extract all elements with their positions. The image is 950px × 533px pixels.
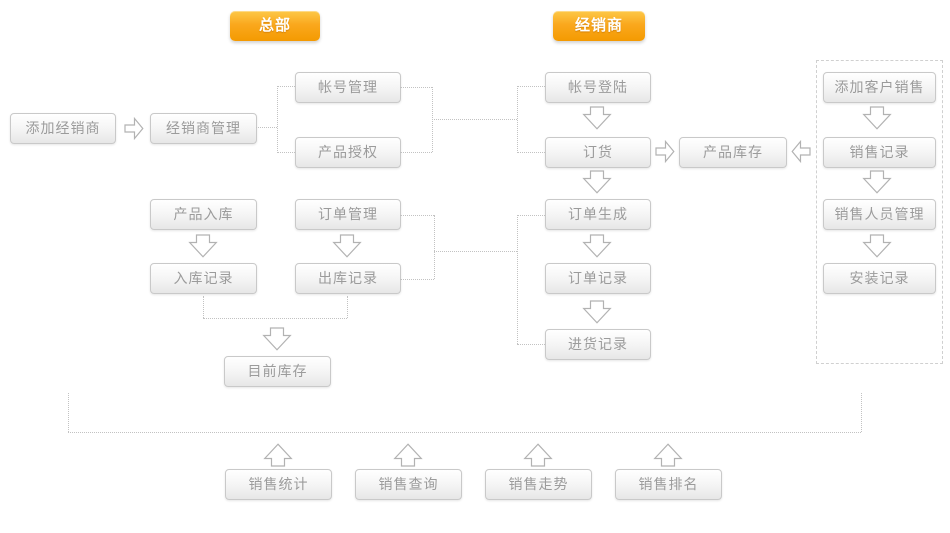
- node-product-authorization[interactable]: 产品授权: [295, 137, 401, 168]
- customer-sales-group-border: [816, 60, 943, 364]
- arrow-down-icon: [582, 106, 612, 130]
- arrow-up-icon: [523, 443, 553, 467]
- node-sales-query[interactable]: 销售查询: [355, 469, 462, 500]
- header-dealer[interactable]: 经销商: [553, 11, 645, 41]
- connector-line: [400, 87, 432, 88]
- node-inbound-records[interactable]: 入库记录: [150, 263, 257, 294]
- node-add-dealer[interactable]: 添加经销商: [10, 113, 116, 144]
- arrow-down-icon: [862, 170, 892, 194]
- connector-line: [434, 215, 435, 279]
- connector-line: [434, 251, 517, 252]
- node-purchase-records[interactable]: 进货记录: [545, 329, 651, 360]
- arrow-right-icon: [124, 117, 144, 140]
- connector-line: [861, 393, 862, 432]
- node-add-customer-sale[interactable]: 添加客户销售: [823, 72, 936, 103]
- connector-line: [517, 86, 545, 87]
- connector-line: [517, 215, 545, 216]
- connector-line: [347, 296, 348, 318]
- node-dealer-management[interactable]: 经销商管理: [150, 113, 257, 144]
- connector-line: [400, 215, 434, 216]
- node-account-management[interactable]: 帐号管理: [295, 72, 401, 103]
- arrow-left-icon: [791, 140, 811, 163]
- arrow-down-icon: [862, 234, 892, 258]
- connector-line: [277, 86, 278, 153]
- arrow-down-icon: [262, 327, 292, 351]
- connector-line: [68, 393, 69, 432]
- node-installation-records[interactable]: 安装记录: [823, 263, 936, 294]
- arrow-down-icon: [582, 300, 612, 324]
- arrow-down-icon: [582, 234, 612, 258]
- node-ordering[interactable]: 订货: [545, 137, 651, 168]
- connector-line: [203, 318, 347, 319]
- arrow-right-icon: [655, 140, 675, 163]
- connector-line: [256, 127, 277, 128]
- connector-line: [517, 86, 518, 153]
- connector-line: [203, 296, 204, 318]
- node-sales-staff-management[interactable]: 销售人员管理: [823, 199, 936, 230]
- connector-line: [277, 86, 295, 87]
- connector-line: [517, 152, 545, 153]
- connector-line: [400, 279, 434, 280]
- node-outbound-records[interactable]: 出库记录: [295, 263, 401, 294]
- connector-line: [68, 432, 861, 433]
- arrow-down-icon: [332, 234, 362, 258]
- connector-line: [517, 344, 545, 345]
- node-sales-statistics[interactable]: 销售统计: [225, 469, 332, 500]
- node-current-inventory[interactable]: 目前库存: [224, 356, 331, 387]
- node-product-inventory[interactable]: 产品库存: [679, 137, 787, 168]
- connector-line: [400, 152, 432, 153]
- node-product-inbound[interactable]: 产品入库: [150, 199, 257, 230]
- connector-line: [517, 215, 518, 344]
- arrow-up-icon: [263, 443, 293, 467]
- arrow-down-icon: [582, 170, 612, 194]
- node-sales-records[interactable]: 销售记录: [823, 137, 936, 168]
- arrow-up-icon: [393, 443, 423, 467]
- arrow-down-icon: [862, 106, 892, 130]
- node-account-login[interactable]: 帐号登陆: [545, 72, 651, 103]
- header-headquarters[interactable]: 总部: [230, 11, 320, 41]
- node-order-generation[interactable]: 订单生成: [545, 199, 651, 230]
- node-order-management[interactable]: 订单管理: [295, 199, 401, 230]
- connector-line: [277, 152, 295, 153]
- arrow-up-icon: [653, 443, 683, 467]
- node-sales-ranking[interactable]: 销售排名: [615, 469, 722, 500]
- arrow-down-icon: [188, 234, 218, 258]
- node-sales-trend[interactable]: 销售走势: [485, 469, 592, 500]
- connector-line: [432, 119, 517, 120]
- node-order-records[interactable]: 订单记录: [545, 263, 651, 294]
